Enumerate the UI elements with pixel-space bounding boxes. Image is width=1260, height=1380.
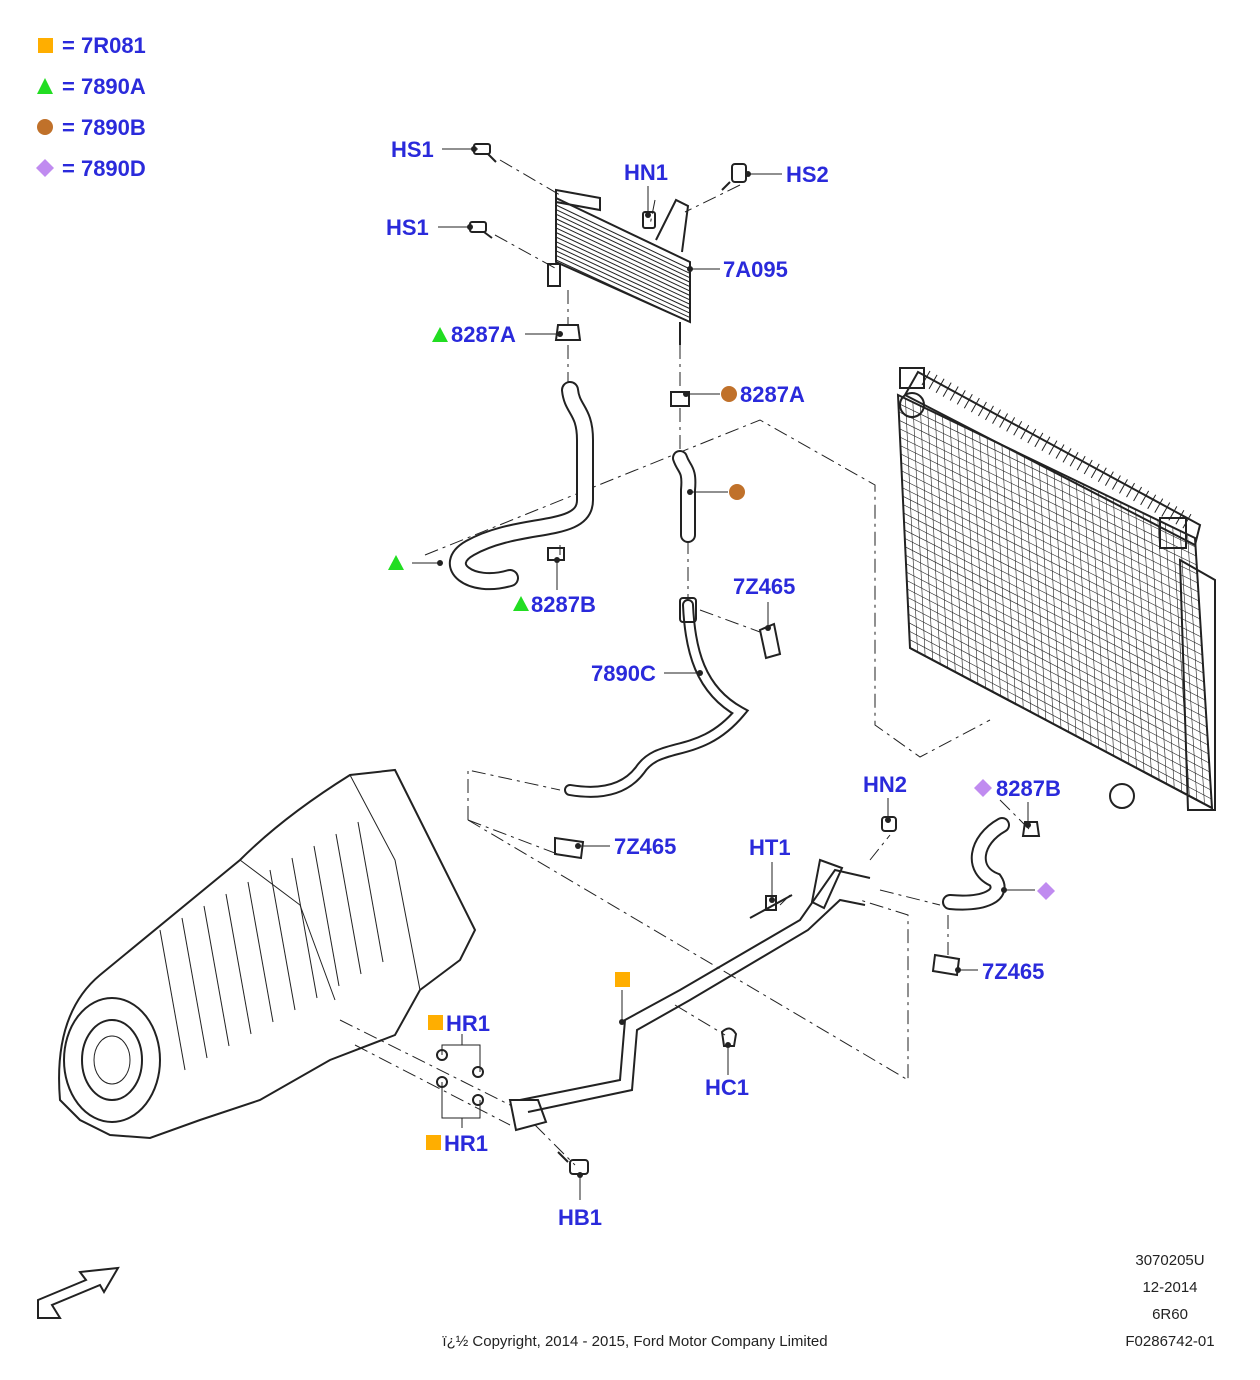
- circle-icon: [721, 386, 737, 402]
- footer-model: 6R60: [1152, 1306, 1188, 1323]
- label-8287a-green: 8287A: [451, 322, 516, 347]
- legend-item-7890b: = 7890B: [62, 115, 146, 140]
- bolt-hs2: [721, 163, 747, 191]
- square-icon: [615, 972, 630, 987]
- bolt-hb1: [557, 1151, 589, 1175]
- bolt-hs1-mid: [469, 221, 493, 239]
- transmission: [58, 768, 477, 1140]
- leaders: [412, 146, 1035, 1200]
- footer: 3070205U 12-2014 6R60 F0286742-01 ï¿½ Co…: [442, 1252, 1214, 1350]
- label-hs1-top: HS1: [391, 137, 434, 162]
- triangle-icon: [432, 327, 448, 342]
- label-7z465-right: 7Z465: [982, 959, 1044, 984]
- nut-hn1: [642, 211, 656, 229]
- square-icon: [426, 1135, 441, 1150]
- label-hs2: HS2: [786, 162, 829, 187]
- legend: = 7R081 = 7890A = 7890B = 7890D: [36, 33, 146, 181]
- label-8287b-purple: 8287B: [996, 776, 1061, 801]
- clamp-8287b-purple: [1021, 821, 1041, 837]
- label-7z465-top: 7Z465: [733, 574, 795, 599]
- label-7890c: 7890C: [591, 661, 656, 686]
- bolt-ht1: [749, 894, 793, 919]
- hr1-clips: [436, 1049, 484, 1106]
- label-hr1-bottom: HR1: [444, 1131, 488, 1156]
- radiator: [896, 367, 1216, 811]
- legend-item-7890a: = 7890A: [62, 74, 146, 99]
- diamond-icon: [36, 159, 54, 177]
- label-hn2: HN2: [863, 772, 907, 797]
- part-labels: HS1 HS1 HN1 HS2 7A095 8287A 8287A 8287B …: [386, 137, 1061, 1230]
- footer-figure: F0286742-01: [1125, 1333, 1214, 1350]
- legend-item-7r081: = 7R081: [62, 33, 146, 58]
- hoses: [436, 324, 1010, 1132]
- square-icon: [38, 38, 53, 53]
- label-8287b-green: 8287B: [531, 592, 596, 617]
- clip-hc1: [720, 1027, 738, 1047]
- copyright: ï¿½ Copyright, 2014 - 2015, Ford Motor C…: [442, 1333, 827, 1350]
- square-icon: [428, 1015, 443, 1030]
- footer-ref: 3070205U: [1135, 1252, 1204, 1269]
- bolt-hs1-top: [473, 143, 497, 163]
- triangle-icon: [513, 596, 529, 611]
- label-hr1-top: HR1: [446, 1011, 490, 1036]
- nut-hn2: [881, 816, 897, 832]
- assembly-lines: [339, 159, 1031, 1166]
- legend-item-7890d: = 7890D: [62, 156, 146, 181]
- triangle-icon: [388, 555, 404, 570]
- label-7z465-mid: 7Z465: [614, 834, 676, 859]
- triangle-icon: [37, 78, 53, 94]
- label-hn1: HN1: [624, 160, 668, 185]
- circle-icon: [729, 484, 745, 500]
- label-ht1: HT1: [749, 835, 791, 860]
- label-hs1-mid: HS1: [386, 215, 429, 240]
- label-hb1: HB1: [558, 1205, 602, 1230]
- circle-icon: [37, 119, 53, 135]
- front-arrow-icon: [37, 1266, 120, 1319]
- diamond-icon: [1037, 882, 1055, 900]
- footer-date: 12-2014: [1142, 1279, 1197, 1296]
- label-7a095: 7A095: [723, 257, 788, 282]
- label-symbols: [388, 327, 1055, 1150]
- fasteners: [469, 143, 1041, 1175]
- diamond-icon: [974, 779, 992, 797]
- label-8287a-brown: 8287A: [740, 382, 805, 407]
- oil-cooler: [547, 188, 691, 345]
- label-hc1: HC1: [705, 1075, 749, 1100]
